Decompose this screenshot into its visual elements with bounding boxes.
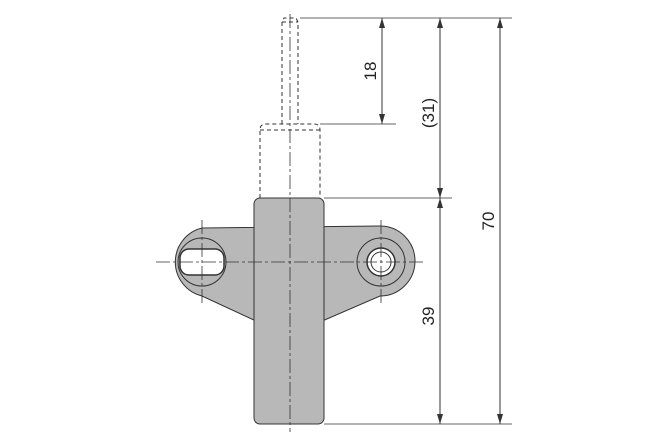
main-body [253, 197, 325, 425]
dim-plunger-length-label: 18 [361, 62, 380, 81]
dim-overall-length: 70 [479, 18, 503, 424]
dim-lower-body-length-label: 39 [419, 307, 438, 326]
dim-lower-body-length: 39 [419, 198, 443, 424]
dim-overall-length-label: 70 [479, 212, 498, 231]
extension-lines [300, 17, 512, 425]
dim-body-above-flange: (31) [419, 18, 443, 198]
center-lines [156, 14, 426, 432]
dim-plunger-length: 18 [361, 18, 385, 124]
dim-body-above-flange-label: (31) [419, 98, 438, 128]
